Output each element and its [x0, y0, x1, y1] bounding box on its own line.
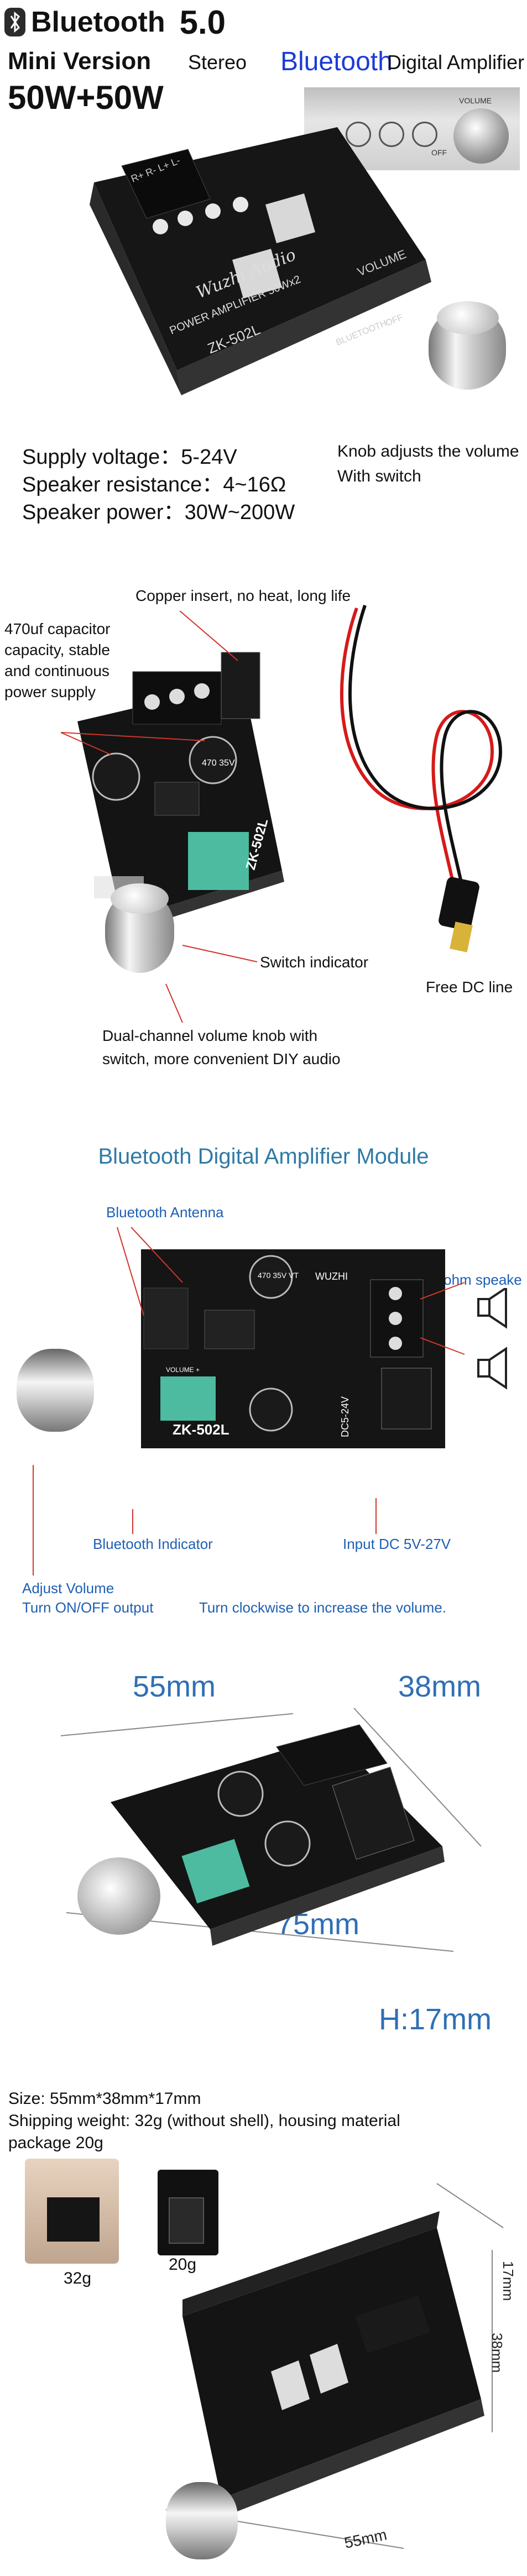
inset-icon-3	[412, 122, 437, 147]
section2-cap-label: 470 35V	[202, 758, 235, 768]
clockwise-note: Turn clockwise to increase the volume.	[199, 1599, 447, 1616]
adjust-volume-1: Adjust Volume	[22, 1580, 114, 1596]
section3-dc-label: DC5-24V	[340, 1396, 351, 1437]
section3-board: 470 35V VT WUZHI ZK-502L VOLUME + DC5-24…	[116, 1227, 465, 1448]
inset-knob	[453, 108, 509, 164]
section5-knob	[166, 2482, 238, 2559]
spec-voltage: Supply voltage：5-24V	[22, 446, 237, 469]
capacitor-note-1: 470uf capacitor	[4, 620, 111, 637]
capacitor-note-4: power supply	[4, 683, 96, 700]
inset-volume-label: VOLUME	[459, 96, 492, 105]
weight-32g: 32g	[64, 2269, 92, 2287]
dim-17mm: 17mm	[500, 2261, 514, 2301]
speaker-icons	[477, 1288, 507, 1390]
input-dc-label: Input DC 5V-27V	[343, 1536, 451, 1552]
hero-knob-cap	[437, 301, 499, 334]
stereo-word: Stereo	[188, 51, 247, 74]
dim-depth: 38mm	[398, 1670, 482, 1703]
section4-board	[60, 1708, 482, 1952]
weight-line-1: Shipping weight: 32g (without shell), ho…	[8, 2112, 400, 2130]
section2-knob-cap	[111, 883, 169, 914]
antenna-label: Bluetooth Antenna	[106, 1204, 224, 1221]
capacitor-note-3: and continuous	[4, 662, 109, 679]
weight-line-2: package 20g	[8, 2134, 103, 2152]
shell-board	[169, 2197, 204, 2244]
section3-leaders	[33, 1465, 377, 1575]
power-rating: 50W+50W	[8, 79, 164, 116]
mini-version: Mini Version	[8, 48, 152, 75]
section3-zk: ZK-502L	[173, 1421, 229, 1438]
dc-cable	[340, 605, 503, 952]
dim-55mm: 55mm	[343, 2526, 389, 2551]
hero-board-bluetooth: BLUETOOTH	[335, 318, 388, 347]
hero-board: Wuzhi Audio POWER AMPLIFIER 50Wx2 ZK-502…	[90, 127, 431, 395]
bluetooth-word: Bluetooth	[280, 47, 393, 76]
dim-38mm: 38mm	[489, 2333, 505, 2373]
inset-icon-2	[379, 122, 404, 147]
bluetooth-indicator-label: Bluetooth Indicator	[93, 1536, 213, 1552]
digital-amplifier-word: Digital Amplifier	[387, 51, 525, 74]
dim-height: H:17mm	[379, 2003, 492, 2036]
version: 5.0	[179, 3, 226, 41]
capacitor-note-2: capacity, stable	[4, 641, 110, 658]
inset-off-label: OFF	[431, 148, 447, 157]
knob-note-2: With switch	[337, 467, 421, 485]
hero-board-off: OFF	[384, 313, 404, 328]
spec-power: Speaker power：30W~200W	[22, 501, 295, 524]
dual-knob-note-1: Dual-channel volume knob with	[102, 1027, 318, 1044]
section3-title: Bluetooth Digital Amplifier Module	[98, 1144, 429, 1169]
switch-indicator-label: Switch indicator	[260, 954, 369, 971]
size-line: Size: 55mm*38mm*17mm	[8, 2090, 201, 2108]
weight-20g: 20g	[169, 2255, 197, 2274]
dim-width: 55mm	[133, 1670, 216, 1703]
section5-board: 17mm 38mm 55mm	[165, 2183, 514, 2552]
dual-knob-note-2: switch, more convenient DIY audio	[102, 1050, 341, 1067]
bluetooth-icon	[4, 8, 25, 36]
section3-volume-plus: VOLUME +	[166, 1366, 200, 1374]
inset-wifi-icon	[346, 122, 371, 147]
knob-note-1: Knob adjusts the volume	[337, 442, 519, 460]
copper-insert-label: Copper insert, no heat, long life	[135, 587, 351, 604]
free-dc-label: Free DC line	[426, 978, 513, 996]
spec-resistance: Speaker resistance：4~16Ω	[22, 473, 286, 496]
adjust-volume-2: Turn ON/OFF output	[22, 1599, 154, 1616]
section3-knob	[17, 1349, 94, 1432]
section2-leaders	[165, 945, 258, 1023]
header-row: Bluetooth 5.0	[0, 0, 226, 44]
section3-cap-top: 470 35V VT	[258, 1271, 299, 1280]
bag-board	[47, 2197, 100, 2242]
section3-wuzhi: WUZHI	[315, 1271, 348, 1282]
section4-knob	[77, 1857, 160, 1935]
brand-title: Bluetooth	[31, 6, 165, 38]
